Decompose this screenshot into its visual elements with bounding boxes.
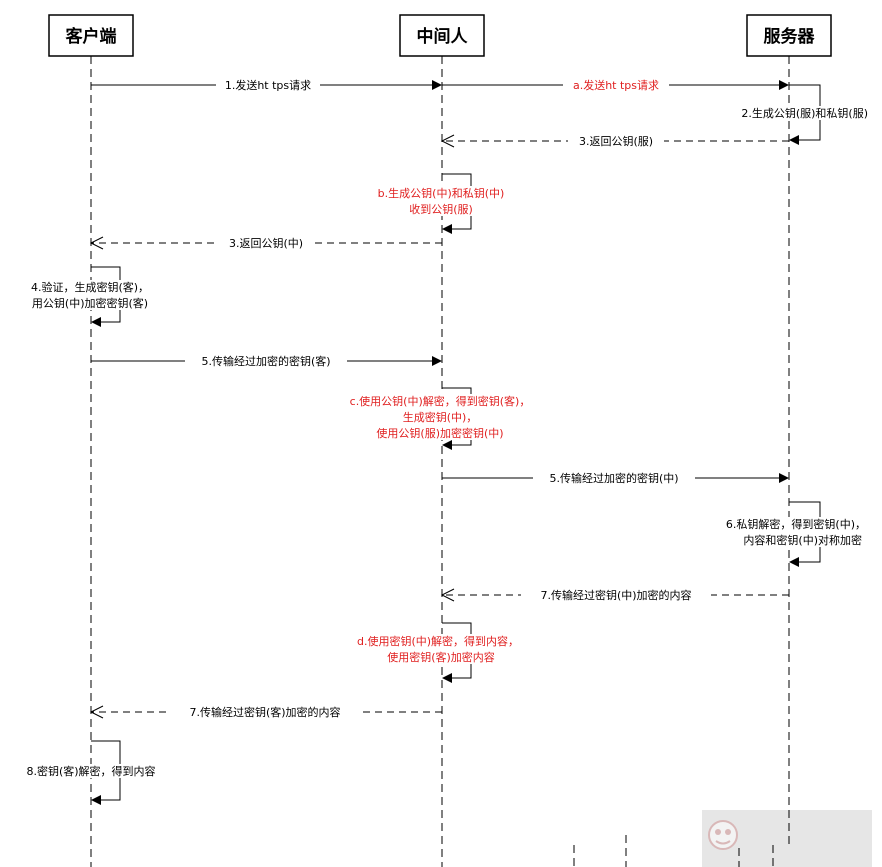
self-call-4-label-line2: 用公钥(中)加密密钥(客) xyxy=(32,296,148,310)
message-7-middle-content: 7.传输经过密钥(客)加密的内容 xyxy=(89,705,442,719)
message-7-server-label: 7.传输经过密钥(中)加密的内容 xyxy=(540,588,691,602)
message-5-client-label: 5.传输经过加密的密钥(客) xyxy=(201,354,330,368)
message-5-middle-label: 5.传输经过加密的密钥(中) xyxy=(549,471,678,485)
self-call-2-server: 2.生成公钥(服)和私钥(服) xyxy=(707,84,869,145)
self-call-6-label-line1: 6.私钥解密，得到密钥(中)， xyxy=(726,517,866,531)
self-call-c-label-line2: 生成密钥(中)， xyxy=(403,410,478,424)
self-call-4-client: 4.验证，生成密钥(客)， 用公钥(中)加密密钥(客) xyxy=(16,266,164,327)
message-3-middle-label: 3.返回公钥(中) xyxy=(229,236,303,250)
self-call-4-label-line1: 4.验证，生成密钥(客)， xyxy=(31,280,149,294)
self-call-b-label-line1: b.生成公钥(中)和私钥(中) xyxy=(378,186,505,200)
message-3-return-middle-key: 3.返回公钥(中) xyxy=(89,236,442,250)
actor-client-label: 客户端 xyxy=(65,26,117,47)
self-call-c-middle: c.使用公钥(中)解密，得到密钥(客)， 生成密钥(中)， 使用公钥(服)加密密… xyxy=(329,387,551,450)
message-3-server-label: 3.返回公钥(服) xyxy=(579,134,653,148)
actor-client: 客户端 xyxy=(48,14,134,57)
message-1-label: 1.发送ht tps请求 xyxy=(225,78,311,92)
message-7-server-content: 7.传输经过密钥(中)加密的内容 xyxy=(440,588,789,602)
self-call-b-middle: b.生成公钥(中)和私钥(中) 收到公钥(服) xyxy=(360,173,524,234)
message-7-middle-label: 7.传输经过密钥(客)加密的内容 xyxy=(189,705,340,719)
bottom-fragments xyxy=(573,835,774,867)
watermark-logo-icon xyxy=(708,820,738,850)
actor-server: 服务器 xyxy=(746,14,832,57)
self-call-6-label-line2: 内容和密钥(中)对称加密 xyxy=(743,533,862,547)
self-call-8-label: 8.密钥(客)解密，得到内容 xyxy=(26,764,155,778)
actor-middle-label: 中间人 xyxy=(417,26,469,47)
message-a-label: a.发送ht tps请求 xyxy=(573,78,659,92)
self-call-6-server: 6.私钥解密，得到密钥(中)， 内容和密钥(中)对称加密 xyxy=(700,501,870,567)
self-call-d-middle: d.使用密钥(中)解密，得到内容， 使用密钥(客)加密内容 xyxy=(341,622,535,683)
self-call-c-label-line1: c.使用公钥(中)解密，得到密钥(客)， xyxy=(350,394,531,408)
message-5-middle-key: 5.传输经过加密的密钥(中) xyxy=(442,471,789,485)
self-call-d-label-line2: 使用密钥(客)加密内容 xyxy=(387,650,495,664)
message-3-return-server-key: 3.返回公钥(服) xyxy=(440,134,789,148)
self-call-b-label-line2: 收到公钥(服) xyxy=(409,202,473,216)
message-a-send-https: a.发送ht tps请求 xyxy=(442,78,789,92)
self-call-2-label: 2.生成公钥(服)和私钥(服) xyxy=(741,106,868,120)
message-1-send-https: 1.发送ht tps请求 xyxy=(91,78,442,92)
self-call-8-client: 8.密钥(客)解密，得到内容 xyxy=(10,740,172,805)
message-5-client-key: 5.传输经过加密的密钥(客) xyxy=(91,354,442,368)
actor-server-label: 服务器 xyxy=(764,26,816,47)
self-call-c-label-line3: 使用公钥(服)加密密钥(中) xyxy=(376,426,503,440)
self-call-d-label-line1: d.使用密钥(中)解密，得到内容， xyxy=(357,634,519,648)
actor-middle: 中间人 xyxy=(399,14,485,57)
watermark xyxy=(702,810,872,867)
